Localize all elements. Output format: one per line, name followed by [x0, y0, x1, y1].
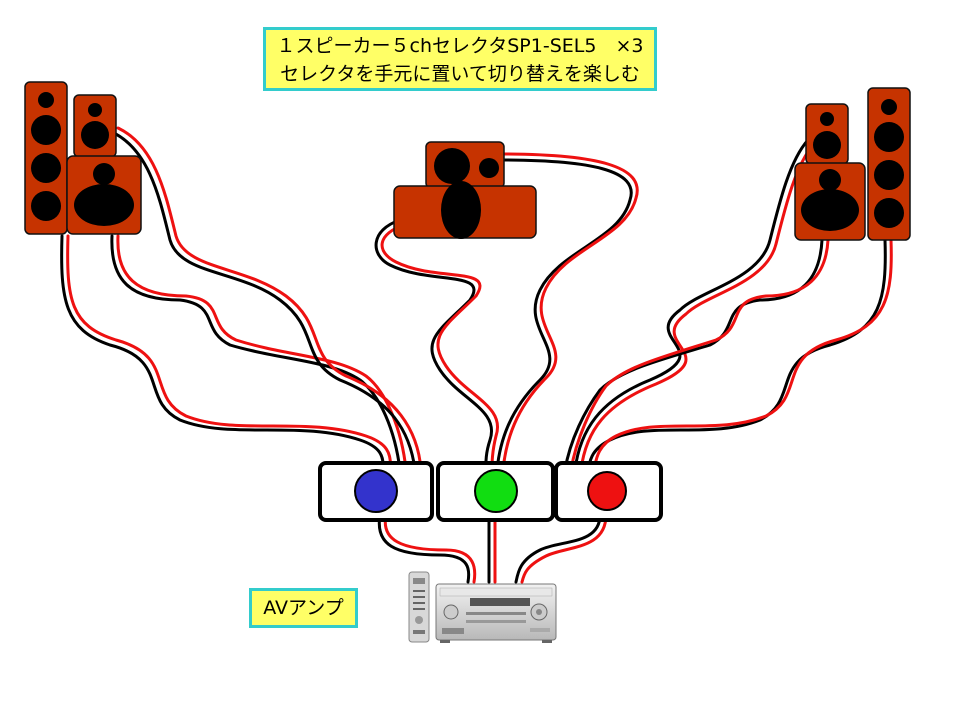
wire-right-small-black: [563, 238, 824, 472]
wire-left-tall-black: [60, 234, 387, 472]
center-speaker-group: [393, 141, 537, 239]
right-tall-driver-3: [874, 198, 904, 228]
left-tall-driver-2: [31, 153, 61, 183]
left-woofer-tweeter: [93, 163, 115, 185]
wire-right-woofer-black: [573, 138, 810, 472]
title-line-2: セレクタを手元に置いて切り替えを楽しむ: [280, 63, 640, 85]
wire-right-tall-black: [586, 238, 887, 472]
left-tall-driver-1: [31, 115, 61, 145]
left-small-tweeter: [88, 103, 102, 117]
right-tall-driver-2: [874, 160, 904, 190]
right-speaker-group: [794, 87, 911, 241]
wire-center-left-black: [374, 218, 494, 472]
left-small-driver: [81, 121, 109, 149]
av-amplifier: [435, 583, 557, 643]
wire-left-woofer-red: [116, 126, 423, 472]
left-tall-tweeter: [38, 92, 54, 108]
wire-center-right-red: [498, 152, 639, 472]
left-tall-driver-3: [31, 191, 61, 221]
center-top-driver: [434, 148, 470, 184]
right-tall-tweeter: [881, 99, 897, 115]
left-speaker-group: [24, 81, 142, 235]
amp-label: AVアンプ: [249, 588, 358, 628]
right-woofer-tweeter: [819, 169, 841, 191]
right-woofer-driver: [801, 189, 859, 231]
left-woofer-driver: [74, 184, 134, 226]
speaker-wires: [60, 126, 893, 584]
remote-control: [408, 571, 430, 643]
right-tall-driver-1: [874, 122, 904, 152]
wire-sel1-amp-black: [377, 513, 471, 584]
wire-sel3-amp-red: [520, 513, 608, 584]
wire-left-woofer-black: [110, 130, 417, 472]
selector-knob-red: [587, 471, 627, 511]
title-label: １スピーカー５chセレクタSP1-SEL5 ×3 セレクタを手元に置いて切り替え…: [263, 27, 657, 91]
right-small-driver: [813, 131, 841, 159]
center-bottom-driver: [441, 181, 481, 239]
wire-sel3-amp-black: [514, 513, 602, 584]
wire-right-tall-red: [592, 238, 893, 472]
right-small-tweeter: [820, 112, 834, 126]
wire-center-right-black: [495, 158, 633, 472]
selector-group: [318, 461, 663, 522]
selector-knob-blue: [354, 469, 398, 513]
wire-right-small-red: [569, 238, 830, 472]
center-top-tweeter: [479, 158, 499, 178]
title-line-1: １スピーカー５chセレクタSP1-SEL5 ×3: [276, 35, 644, 57]
wire-center-left-red: [380, 222, 500, 472]
selector-knob-green: [474, 469, 518, 513]
wire-right-woofer-red: [579, 142, 816, 472]
wire-left-tall-red: [66, 234, 394, 472]
wire-sel1-amp-red: [383, 513, 477, 584]
wire-left-small-black: [110, 234, 402, 472]
